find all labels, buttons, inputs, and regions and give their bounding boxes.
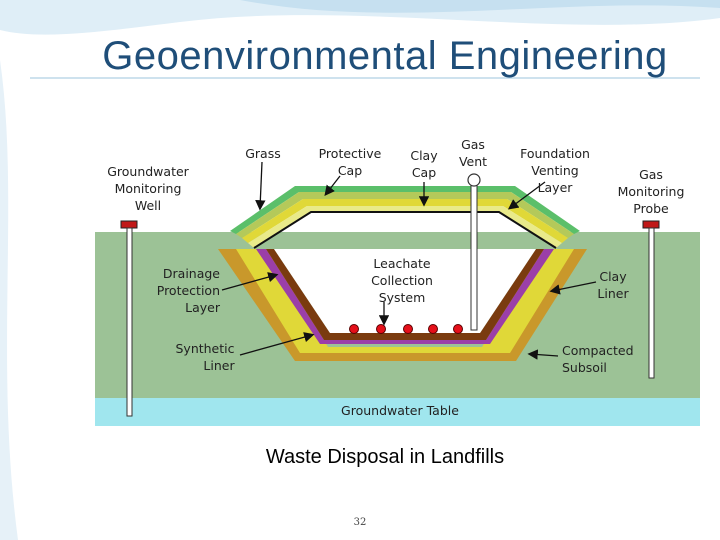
label-line: Protection (157, 283, 220, 298)
gas-vent-pipe (470, 179, 478, 331)
leachate-pipe (428, 324, 438, 334)
page-number: 32 (353, 517, 367, 528)
arrow-drainage (221, 272, 279, 291)
arrow-grass (255, 161, 266, 211)
top-wave-decoration (0, 0, 720, 35)
label-line: Clay (410, 148, 438, 163)
label-line: Layer (538, 180, 574, 195)
label-line: Leachate (373, 256, 430, 271)
leachate-pipe (349, 324, 359, 334)
label-line: Collection (371, 273, 433, 288)
groundwater-well-cap (120, 220, 138, 229)
label-clay-cap: Clay Cap (410, 148, 438, 180)
arrow-compacted-subsoil (527, 349, 559, 360)
label-line: Cap (338, 163, 362, 178)
label-line: Monitoring (618, 184, 685, 199)
label-line: Foundation (520, 146, 590, 161)
top-wave-accent (240, 0, 720, 13)
groundwater-band (95, 398, 700, 426)
label-line: Vent (459, 154, 487, 169)
label-compacted-subsoil: Compacted Subsoil (562, 343, 634, 375)
label-gas-vent: Gas Vent (459, 137, 487, 169)
label-line: Groundwater (107, 164, 189, 179)
label-line: Cap (412, 165, 436, 180)
label-line: Liner (203, 358, 235, 373)
label-clay-liner: Clay Liner (597, 269, 629, 301)
gas-probe-cap (642, 220, 660, 229)
label-grass: Grass (245, 146, 281, 161)
label-line: Liner (597, 286, 629, 301)
cap-inner-outline (253, 211, 557, 249)
leachate-pipe (376, 324, 386, 334)
label-protective-cap: Protective Cap (319, 146, 382, 178)
leachate-collection-pipes (349, 324, 463, 334)
label-line: Gas (461, 137, 485, 152)
gas-probe-pipe (648, 227, 655, 379)
label-gas-monitoring-probe: Gas Monitoring Probe (618, 167, 685, 216)
diagram-caption: Waste Disposal in Landfills (265, 446, 505, 468)
arrow-synthetic-liner (239, 332, 315, 356)
label-leachate-collection-system: Leachate Collection System (371, 256, 433, 305)
label-line: System (379, 290, 426, 305)
label-line: Compacted (562, 343, 634, 358)
label-line: Probe (633, 201, 669, 216)
label-groundwater-monitoring-well: Groundwater Monitoring Well (107, 164, 189, 213)
label-line: Grass (245, 146, 281, 161)
label-line: Synthetic (175, 341, 234, 356)
label-drainage-protection-layer: Drainage Protection Layer (157, 266, 221, 315)
label-line: Protective (319, 146, 382, 161)
arrow-protective-cap (324, 175, 341, 197)
label-foundation-venting-layer: Foundation Venting Layer (520, 146, 590, 195)
label-line: Monitoring (115, 181, 182, 196)
slide-title: Geoenvironmental Engineering (102, 34, 668, 78)
label-line: Layer (185, 300, 221, 315)
label-groundwater-table: Groundwater Table (341, 403, 459, 418)
left-wave-decoration (0, 60, 18, 540)
landfill-diagram: Groundwater Monitoring Well Grass Protec… (90, 130, 700, 426)
label-line: Venting (531, 163, 578, 178)
groundwater-well-pipe (126, 227, 133, 417)
arrow-clay-liner (549, 281, 597, 295)
label-line: Clay (599, 269, 627, 284)
leachate-pipe (403, 324, 413, 334)
leachate-pipe (453, 324, 463, 334)
label-line: Well (135, 198, 161, 213)
label-line: Groundwater Table (341, 403, 459, 418)
leader-arrows (221, 161, 597, 360)
gas-vent-cap (467, 173, 481, 187)
label-line: Drainage (163, 266, 220, 281)
label-synthetic-liner: Synthetic Liner (175, 341, 235, 373)
label-line: Subsoil (562, 360, 607, 375)
label-line: Gas (639, 167, 663, 182)
arrow-foundation-venting (507, 181, 546, 210)
